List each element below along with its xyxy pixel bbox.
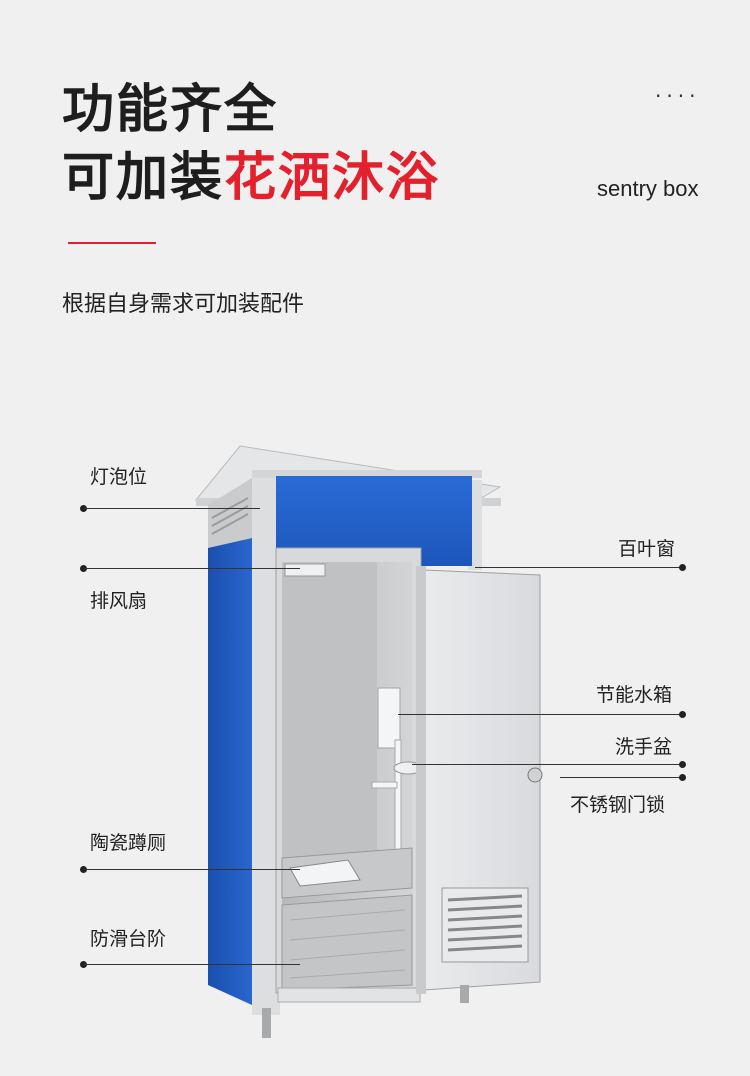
callout-louver-dot [679,564,686,571]
callout-squat-toilet-line [84,869,300,870]
callout-squat-toilet-dot [80,866,87,873]
callout-lamp-line [84,508,260,509]
callout-door-lock-line [560,777,682,778]
callout-lamp-label: 灯泡位 [90,466,148,488]
title-line-2-accent: 花洒沐浴 [224,148,441,208]
title-line-2: 可加装花洒沐浴 [62,148,440,208]
callout-anti-slip-step-label: 防滑台阶 [90,928,167,950]
english-subtitle: sentry box [597,176,699,201]
callout-wash-basin-dot [679,761,686,768]
red-divider [68,242,156,244]
subtitle: 根据自身需求可加装配件 [62,292,305,317]
callout-fan-line [84,568,300,569]
callout-water-tank-dot [679,711,686,718]
callout-door-lock-dot [679,774,686,781]
callout-lamp-dot [80,505,87,512]
callout-wash-basin-label: 洗手盆 [615,736,673,758]
callout-water-tank-label: 节能水箱 [596,684,673,706]
callout-anti-slip-step-line [84,964,300,965]
callout-louver-line [475,567,682,568]
callout-squat-toilet-label: 陶瓷蹲厕 [90,832,167,854]
title-line-2-plain: 可加装 [62,148,225,208]
title-line-1: 功能齐全 [62,80,279,140]
callout-fan-dot [80,565,87,572]
callout-water-tank-line [398,714,682,715]
callout-anti-slip-step-dot [80,961,87,968]
callout-fan-label: 排风扇 [90,590,148,612]
callout-door-lock-label: 不锈钢门锁 [570,794,666,816]
callout-louver-label: 百叶窗 [618,538,676,560]
callout-wash-basin-line [412,764,682,765]
decorative-dots: .... [655,78,701,102]
